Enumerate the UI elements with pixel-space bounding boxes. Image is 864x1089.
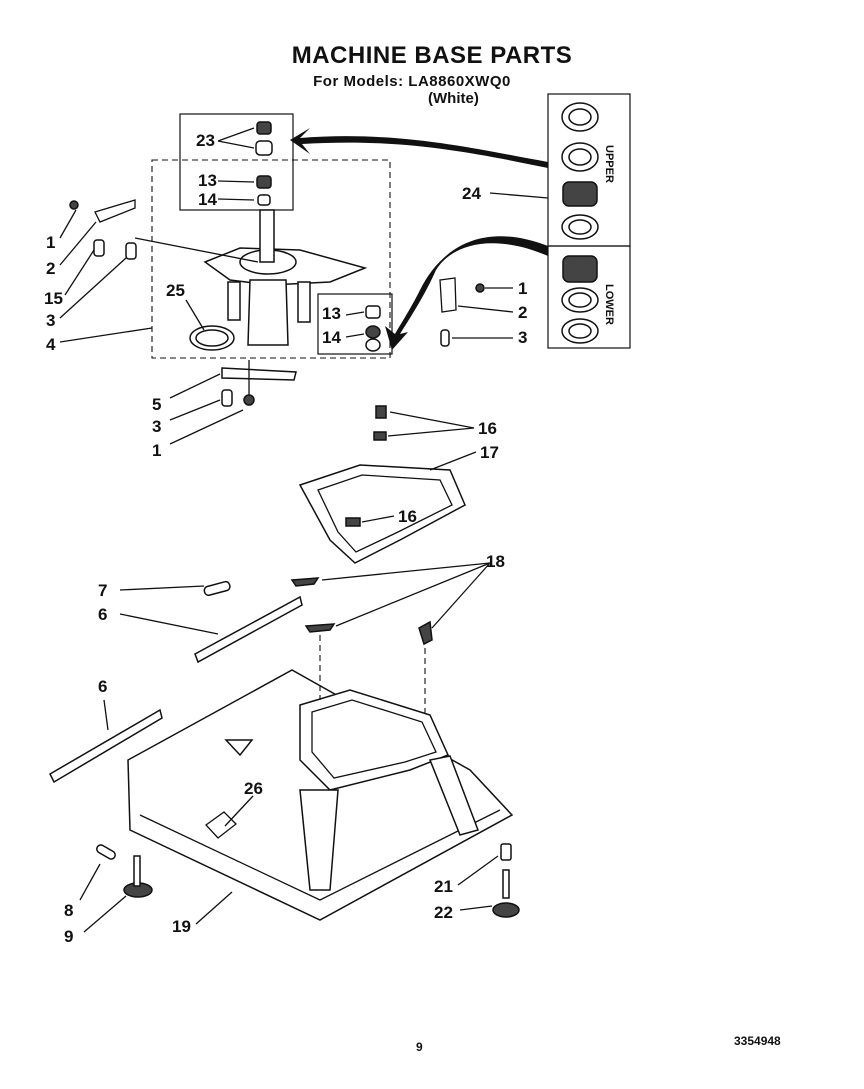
callout-1-lower: 1	[152, 441, 161, 460]
callout-13-lower: 13	[322, 304, 341, 323]
gearcase-assembly	[189, 209, 368, 351]
page-number: 9	[416, 1040, 423, 1054]
callout-2-left: 2	[46, 259, 55, 278]
callout-2-right: 2	[518, 303, 527, 322]
callout-3-lower: 3	[152, 417, 161, 436]
suspension-frame	[298, 405, 466, 564]
callout-16-lower: 16	[398, 507, 417, 526]
bearing-parts-lower	[365, 305, 381, 352]
callout-26: 26	[244, 779, 263, 798]
lower-bearing-box	[317, 293, 393, 355]
models-line: For Models: LA8860XWQ0	[313, 73, 511, 90]
bearing-parts-upper	[255, 121, 273, 206]
callout-22: 22	[434, 903, 453, 922]
callout-24: 24	[462, 184, 481, 203]
callout-3-left: 3	[46, 311, 55, 330]
drive-assembly-box	[151, 159, 391, 359]
left-bracket-hardware	[69, 199, 259, 263]
upper-bearings	[561, 102, 599, 240]
upper-pointer-arrow	[290, 128, 548, 168]
variant-label: (White)	[428, 90, 479, 107]
callout-3-right: 3	[518, 328, 527, 347]
callout-17: 17	[480, 443, 499, 462]
lower-panel-label: LOWER	[603, 284, 615, 325]
callout-8: 8	[64, 901, 73, 920]
callout-21: 21	[434, 877, 453, 896]
lower-bearing-panel	[547, 245, 631, 349]
callout-19: 19	[172, 917, 191, 936]
rails-and-clips	[49, 577, 433, 784]
callout-14-upper: 14	[198, 190, 217, 209]
callout-23: 23	[196, 131, 215, 150]
page-title: MACHINE BASE PARTS	[291, 42, 573, 69]
leveling-feet	[96, 843, 520, 918]
callout-15: 15	[44, 289, 63, 308]
leader-lines	[59, 127, 549, 933]
callout-4: 4	[46, 335, 56, 354]
callout-14-lower: 14	[322, 328, 341, 347]
upper-bearing-box	[179, 113, 294, 211]
callout-25: 25	[166, 281, 185, 300]
document-number: 3354948	[734, 1034, 781, 1048]
right-bracket-hardware	[439, 277, 485, 347]
callout-6-upper: 6	[98, 605, 107, 624]
callout-16-upper: 16	[478, 419, 497, 438]
callout-7: 7	[98, 581, 107, 600]
callout-1-right: 1	[518, 279, 527, 298]
lower-strap-hardware	[221, 360, 297, 407]
callout-9: 9	[64, 927, 73, 946]
upper-panel-label: UPPER	[603, 145, 615, 183]
callout-18: 18	[486, 552, 505, 571]
callout-6-lower: 6	[98, 677, 107, 696]
callout-5: 5	[152, 395, 161, 414]
callout-1-left: 1	[46, 233, 55, 252]
lower-bearings	[561, 255, 599, 344]
callout-13-upper: 13	[198, 171, 217, 190]
lower-pointer-arrow	[385, 236, 548, 350]
base-frame	[127, 635, 514, 921]
